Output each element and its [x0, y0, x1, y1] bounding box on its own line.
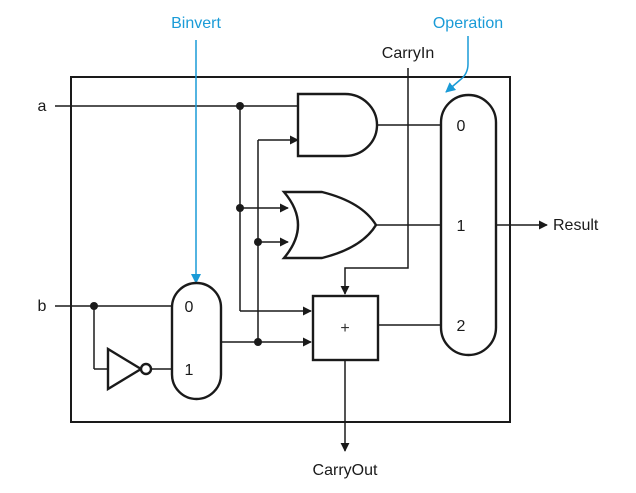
junction-dot: [254, 338, 262, 346]
result-mux-input-2: 2: [457, 318, 466, 335]
input-a-label: a: [38, 98, 47, 115]
result-mux-input-1: 1: [457, 218, 466, 235]
result-mux-input-0: 0: [457, 118, 466, 135]
wires: [55, 68, 548, 452]
adder: [311, 294, 380, 362]
wire-carry-in: [340, 68, 409, 295]
b-mux-input-1: 1: [185, 362, 194, 379]
input-b-label: b: [38, 298, 47, 315]
alu-frame: [70, 76, 511, 423]
junction-dot: [236, 102, 244, 110]
adder-symbol: +: [340, 320, 349, 337]
junction-dot: [90, 302, 98, 310]
b-mux-input-0: 0: [185, 299, 194, 316]
and-gate: [296, 92, 379, 158]
operation-label: Operation: [433, 15, 503, 32]
junction-dot: [236, 204, 244, 212]
carry-out-label: CarryOut: [313, 462, 378, 479]
carry-in-label: CarryIn: [382, 45, 434, 62]
not-bubble: [139, 362, 153, 376]
or-gate: [281, 190, 378, 260]
result-mux: [439, 93, 498, 357]
not-gate: [106, 346, 144, 392]
b-mux: [170, 281, 223, 401]
junction-dot: [254, 238, 262, 246]
binvert-label: Binvert: [171, 15, 221, 32]
wire-operation: [445, 36, 469, 93]
result-label: Result: [553, 217, 599, 234]
